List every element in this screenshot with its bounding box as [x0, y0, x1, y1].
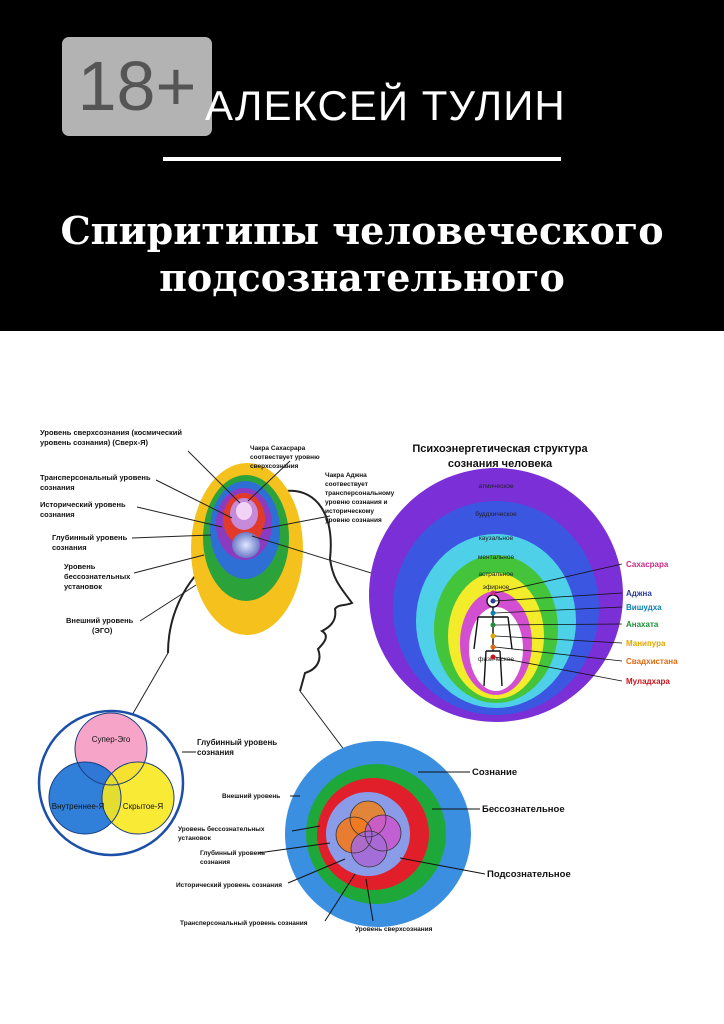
levels-label-consciousness: Сознание	[472, 767, 517, 778]
aura-layer-label-physical: физическое	[478, 656, 514, 663]
venn-label-hidden-self: Скрытое-Я	[123, 802, 164, 811]
venn-label-inner-self: Внутреннее-Я	[52, 802, 105, 811]
aura-layer-label-atmic: атмическое	[479, 483, 514, 490]
venn-diagram: Супер-Эго Внутреннее-Я Скрытое-Я Глубинн…	[37, 709, 277, 857]
venn-circle-hidden-self	[102, 762, 174, 834]
title-divider	[163, 157, 561, 161]
levels-label-historical: Исторический уровень сознания	[176, 881, 282, 889]
aura-title-line-1: Психоэнергетическая структура	[412, 443, 588, 455]
age-rating-badge: 18+	[62, 37, 212, 136]
venn-deep-level-label-line-2: сознания	[197, 748, 234, 757]
venn-deep-level-label-line-1: Глубинный уровень	[197, 738, 277, 747]
levels-petal-bottom	[351, 831, 387, 867]
levels-label-unconscious: Бессознательное	[482, 804, 565, 815]
label-sahasrara-line-3: сверхсознания	[250, 463, 299, 470]
label-ajna-line-1: Чакра Аджна	[325, 472, 367, 479]
label-historical-line-1: Исторический уровень	[40, 500, 126, 509]
label-unconscious-line-1: Уровень	[64, 562, 96, 571]
levels-label-unconscious-line-2: установок	[178, 835, 212, 842]
label-outer-line-2: (ЭГО)	[92, 626, 113, 635]
author-name: АЛЕКСЕЙ ТУЛИН	[205, 82, 566, 129]
levels-label-subconscious: Подсознательное	[487, 869, 571, 880]
chakra-label-svadhisthana: Свадхистана	[626, 657, 678, 666]
book-title-line-1: Спиритипы человеческого	[60, 208, 664, 253]
book-title-line-2: подсознательного	[159, 255, 565, 300]
levels-leader-lines	[257, 771, 486, 922]
label-ajna-line-2: соотвествует	[325, 481, 368, 488]
venn-label-super-ego: Супер-Эго	[92, 735, 131, 744]
aura-layer-label-causal: каузальное	[479, 535, 514, 542]
venn-circle-inner-self	[49, 762, 121, 834]
label-sahasrara-line-2: соотвествует уровню	[250, 454, 320, 461]
label-outer-line-1: Внешний уровень	[66, 616, 134, 625]
label-ajna-line-4: уровню сознания и	[325, 499, 388, 506]
levels-label-unconscious-line-1: Уровень бессознательных	[178, 825, 265, 833]
chakra-label-muladhara: Муладхара	[626, 677, 670, 686]
aura-layer-label-buddhic: буддхическое	[475, 510, 517, 518]
aura-layer-label-mental: ментальное	[478, 554, 515, 561]
aura-layer-label-astral: астральное	[478, 571, 513, 578]
aura-layer-label-etheric: эфирное	[483, 584, 510, 591]
label-unconscious-line-3: установок	[64, 582, 102, 591]
book-title: Спиритипы человеческого подсознательного	[0, 207, 724, 301]
levels-label-deep-line-2: сознания	[200, 859, 230, 866]
label-historical-line-2: сознания	[40, 510, 75, 519]
chakra-leader-lines	[494, 563, 623, 682]
chakra-points	[490, 590, 496, 660]
label-unconscious-line-2: бессознательных	[64, 572, 131, 581]
levels-label-outer: Внешний уровень	[222, 792, 280, 800]
head-chakra-crown	[236, 502, 252, 520]
levels-label-transpersonal: Трансперсональный уровень сознания	[180, 919, 308, 927]
label-transpersonal-line-2: сознания	[40, 483, 75, 492]
label-ajna-line-3: трансперсональному	[325, 490, 395, 497]
levels-label-deep-line-1: Глубинный уровень	[200, 849, 265, 857]
chakra-label-vishuddha: Вишудха	[626, 603, 662, 612]
aura-title-line-2: сознания человека	[448, 458, 553, 470]
label-deep-line-2: сознания	[52, 543, 87, 552]
chakra-label-ajna: Аджна	[626, 589, 652, 598]
label-superconscious-line-1: Уровень сверхсознания (космический	[40, 428, 182, 437]
label-superconscious-line-2: уровень сознания) (Сверх-Я)	[40, 438, 148, 447]
chakra-label-manipura: Манипура	[626, 639, 666, 648]
label-ajna-line-5: историческому	[325, 508, 374, 515]
cover-header: 18+ АЛЕКСЕЙ ТУЛИН Спиритипы человеческог…	[0, 0, 724, 331]
label-deep-line-1: Глубинный уровень	[52, 533, 128, 542]
levels-label-superconscious: Уровень сверхсознания	[355, 926, 433, 933]
consciousness-levels-diagram: Сознание Бессознательное Подсознательное…	[176, 741, 571, 933]
psychoenergetic-structure-diagram: Психоэнергетическая структура сознания ч…	[369, 443, 678, 722]
chakra-label-anahata: Анахата	[626, 620, 659, 629]
label-sahasrara-line-1: Чакра Сахасрара	[250, 445, 306, 452]
cover-illustration: Уровень сверхсознания (космический урове…	[37, 428, 678, 933]
chakra-label-sahasrara: Сахасрара	[626, 560, 669, 569]
head-chakra-glow	[232, 532, 260, 558]
label-ajna-line-6: уровню сознания	[325, 517, 382, 524]
label-transpersonal-line-1: Трансперсональный уровень	[40, 473, 151, 482]
